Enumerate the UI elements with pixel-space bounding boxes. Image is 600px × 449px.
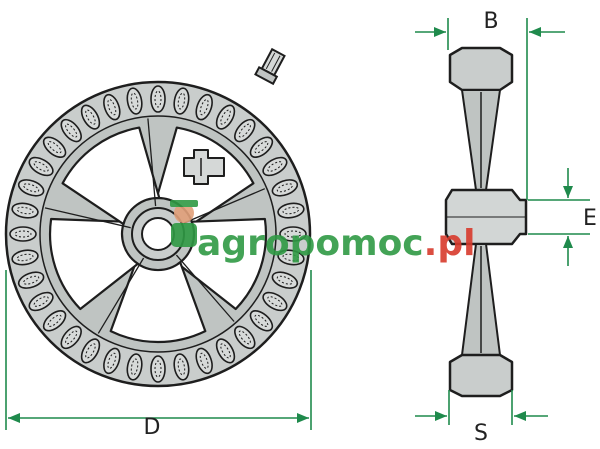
tread-lug	[126, 353, 143, 381]
watermark-text: agropomoc.pl	[197, 223, 475, 264]
tread-lug	[42, 310, 67, 332]
spoke-window	[48, 217, 139, 311]
spoke-ridge	[183, 188, 266, 224]
wheel-front-view	[4, 80, 312, 388]
tread-lug	[234, 325, 256, 350]
tread-lug	[28, 291, 54, 312]
tread-lug	[11, 202, 39, 219]
spoke-ridge	[147, 118, 157, 207]
pin-part	[254, 47, 286, 86]
watermark-farmer-icon	[170, 200, 198, 247]
tread-lug	[150, 355, 166, 383]
wheel-side-view	[444, 46, 528, 398]
tread-lug	[277, 202, 305, 219]
tread-lug	[195, 93, 213, 121]
spoke-ridge	[97, 257, 145, 334]
tread-lug	[279, 226, 307, 242]
tread-lug	[11, 249, 39, 266]
tread-lug	[150, 85, 166, 113]
spoke-window	[109, 261, 207, 344]
tread-lug	[215, 338, 236, 364]
tread-lug	[80, 338, 101, 364]
dimension-label-d: D	[144, 415, 161, 440]
side-top-tread	[448, 46, 514, 92]
tread-lug	[234, 118, 256, 143]
tread-lug	[126, 87, 143, 115]
tread-lug	[271, 271, 299, 289]
wheel-spokes	[44, 118, 266, 334]
tread-lug	[173, 87, 190, 115]
tread-lug	[60, 118, 82, 143]
spoke-window	[61, 126, 161, 226]
tread-lug	[249, 310, 274, 332]
tread-lug	[103, 347, 121, 375]
tread-lug	[215, 104, 236, 130]
dimension-label-b: B	[483, 9, 498, 34]
dimension-label-e: E	[583, 206, 597, 231]
tread-lug	[103, 93, 121, 121]
hub-bore	[141, 217, 175, 251]
tread-lug	[249, 136, 274, 158]
tread-lug	[271, 179, 299, 197]
tread-pattern	[9, 85, 307, 383]
tread-lug	[17, 271, 45, 289]
tread-lug	[262, 156, 288, 177]
tread-lug	[277, 249, 305, 266]
side-bottom-tread	[448, 353, 514, 398]
tread-lug	[42, 136, 67, 158]
tread-lug	[9, 226, 37, 242]
tread-lug	[60, 325, 82, 350]
tread-lug	[17, 179, 45, 197]
tread-lug	[28, 156, 54, 177]
dimension-lines	[5, 18, 590, 430]
watermark: agropomoc.pl	[170, 200, 475, 264]
tread-lug	[262, 291, 288, 312]
dimension-label-s: S	[474, 421, 488, 446]
spoke-ridge	[44, 207, 131, 229]
tread-lug	[80, 104, 101, 130]
tread-lug	[173, 353, 190, 381]
spoke-ridge	[175, 254, 235, 322]
key-part	[183, 149, 225, 185]
tread-lug	[195, 347, 213, 375]
